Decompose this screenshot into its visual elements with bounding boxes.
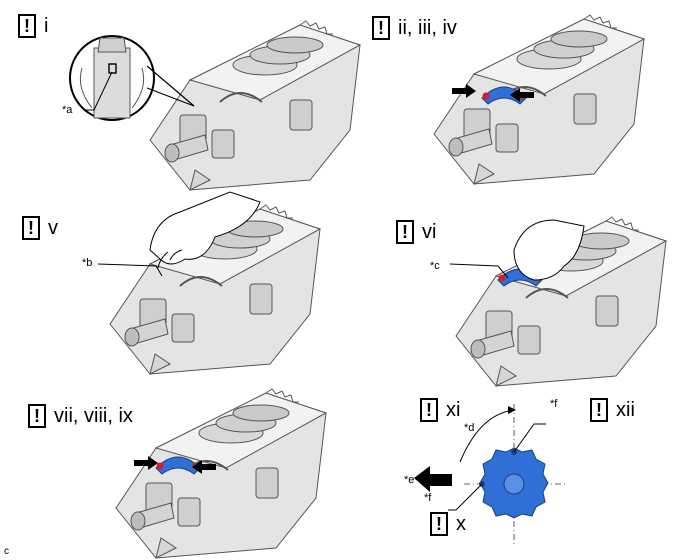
engine-block-illustration [433, 14, 645, 185]
panel-step-vi: ! vi *c [344, 190, 688, 387]
warning-box-icon: ! [28, 404, 46, 428]
callout-b: *b [82, 257, 93, 269]
step-label-xii: ! xii [590, 398, 635, 422]
arrow-icon [452, 84, 476, 98]
warning-box-icon: ! [430, 512, 448, 536]
warning-box-icon: ! [396, 220, 414, 244]
step-label-xi: ! xi [420, 398, 460, 422]
step-text: vi [422, 221, 437, 243]
callout-f-top: *f [550, 398, 558, 410]
step-label-v: ! v [22, 216, 58, 240]
step-label-x: ! x [430, 512, 466, 536]
engine-block-illustration [115, 388, 327, 559]
step-text: vii, viii, ix [54, 405, 133, 427]
warning-box-icon: ! [420, 398, 438, 422]
callout-a: *a [62, 104, 73, 116]
callout-f-bottom: *f [424, 492, 432, 504]
panel-step-v: ! v *b [0, 190, 344, 380]
hand-icon [513, 219, 585, 281]
warning-box-icon: ! [18, 14, 36, 38]
step-text: x [456, 513, 466, 535]
callout-d: *d [464, 422, 475, 434]
warning-box-icon: ! [22, 216, 40, 240]
step-label-ii-iii-iv: ! ii, iii, iv [372, 16, 457, 40]
warning-box-icon: ! [372, 16, 390, 40]
callout-e: *e [404, 474, 415, 486]
step-text: xii [616, 399, 635, 421]
leader-line [449, 263, 509, 279]
warning-box-icon: ! [590, 398, 608, 422]
step-label-vii-viii-ix: ! vii, viii, ix [28, 404, 133, 428]
arrow-icon [134, 456, 158, 470]
callout-c: *c [430, 260, 440, 272]
detail-magnifier-illustration [69, 35, 195, 121]
arrow-icon [510, 88, 534, 102]
panel-step-i: ! i *a [0, 0, 361, 191]
leader-line [97, 263, 163, 277]
step-text: v [48, 217, 58, 239]
step-label-vi: ! vi [396, 220, 436, 244]
panel-step-vii-viii-ix: ! vii, viii, ix [0, 380, 344, 560]
panel-step-x-xi-xii: ! xi ! xii ! x *d *e *f *f [344, 380, 688, 560]
step-text: ii, iii, iv [398, 17, 457, 39]
figure-code: c [4, 546, 9, 557]
step-text: i [44, 15, 49, 37]
panel-step-ii-iii-iv: ! ii, iii, iv [344, 0, 688, 190]
hand-icon [149, 191, 261, 269]
arrow-icon [192, 460, 216, 474]
step-label-i: ! i [18, 14, 48, 38]
step-text: xi [446, 399, 461, 421]
bearing-cap-top-view [414, 404, 566, 546]
